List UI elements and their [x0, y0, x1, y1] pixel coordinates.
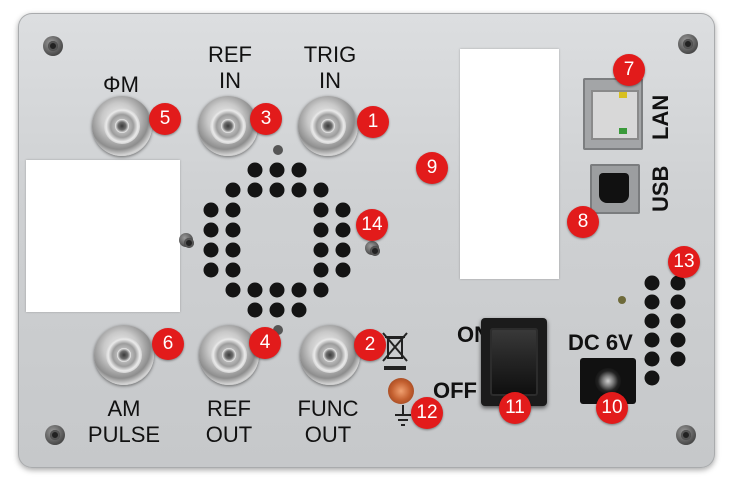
lan-label: LAN [648, 94, 673, 140]
badge-12: 12 [411, 397, 443, 429]
badge-4: 4 [249, 327, 281, 359]
usb-label: USB [648, 165, 673, 212]
func-out-label: FUNC OUT [297, 396, 359, 447]
usb-socket [599, 173, 629, 203]
ref-out-label: REF OUT [205, 396, 253, 447]
badge-11: 11 [499, 392, 531, 424]
rocker[interactable] [490, 328, 538, 396]
usb-port[interactable] [590, 164, 640, 214]
indicator-led [618, 296, 626, 304]
dc-6v-label: DC 6V [568, 330, 633, 355]
badge-10: 10 [596, 392, 628, 424]
ground-terminal[interactable] [388, 378, 414, 404]
badge-8: 8 [567, 206, 599, 238]
screw-icon [676, 425, 696, 445]
fan-screw-icon [365, 241, 380, 256]
screw-icon [45, 425, 65, 445]
off-label: OFF [433, 378, 477, 403]
power-rocker-switch[interactable] [481, 318, 547, 406]
badge-9: 9 [416, 152, 448, 184]
ref-out-bnc-connector[interactable] [199, 325, 259, 385]
lan-led-yellow [619, 92, 627, 98]
fan-screw-icon [179, 233, 194, 248]
dc-power-jack[interactable] [580, 358, 636, 404]
badge-5: 5 [149, 103, 181, 135]
phi-m-label: ΦM [103, 72, 139, 97]
label-sticker-center [460, 49, 559, 279]
trig-in-bnc-connector[interactable] [298, 96, 358, 156]
badge-2: 2 [354, 329, 386, 361]
ref-in-bnc-connector[interactable] [198, 96, 258, 156]
am-pulse-bnc-connector[interactable] [94, 325, 154, 385]
screw-icon [43, 36, 63, 56]
screw-icon [678, 34, 698, 54]
badge-3: 3 [250, 103, 282, 135]
badge-7: 7 [613, 54, 645, 86]
lan-port[interactable] [583, 78, 643, 150]
crossed-out-bin-icon [382, 332, 408, 370]
am-pulse-label: AM PULSE [87, 396, 161, 447]
badge-13: 13 [668, 246, 700, 278]
ref-in-label: REF IN [208, 42, 252, 93]
lan-socket [591, 90, 639, 140]
label-sticker-left [26, 160, 180, 312]
func-out-bnc-connector[interactable] [300, 325, 360, 385]
ground-symbol-icon [395, 405, 411, 426]
phi-m-bnc-connector[interactable] [92, 96, 152, 156]
badge-14: 14 [356, 209, 388, 241]
badge-1: 1 [357, 106, 389, 138]
trig-in-label: TRIG IN [303, 42, 357, 93]
lan-led-green [619, 128, 627, 134]
badge-6: 6 [152, 328, 184, 360]
